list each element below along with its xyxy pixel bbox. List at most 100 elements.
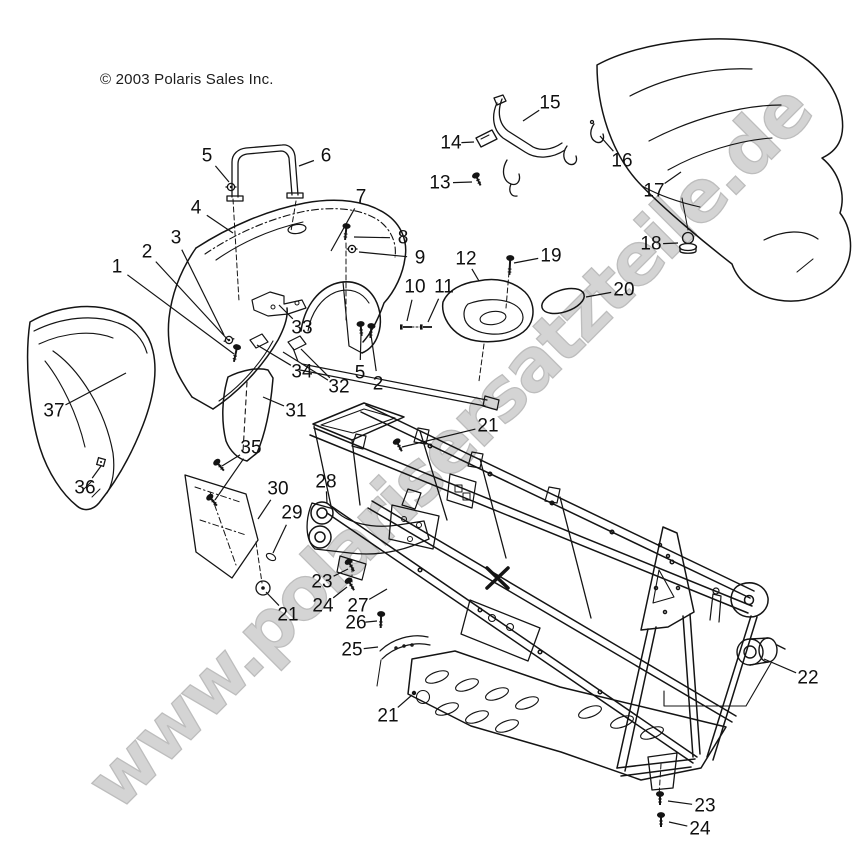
leader-line-11: [427, 298, 440, 323]
callout-label-6: 6: [320, 145, 332, 167]
rear-cab-art: [167, 199, 500, 562]
callout-label-26: 26: [345, 612, 367, 634]
seat-bracket-art: [475, 94, 605, 197]
callout-label-20: 20: [613, 279, 635, 301]
callout-label-11: 11: [434, 276, 454, 298]
pin-icon: [400, 324, 412, 330]
callout-label-34: 34: [291, 361, 313, 383]
callout-label-10: 10: [404, 276, 426, 298]
screw-icon: [472, 172, 482, 186]
callout-label-32: 32: [328, 376, 350, 398]
callout-label-35: 35: [240, 437, 262, 459]
leader-line-6: [298, 159, 315, 167]
leader-line-17: [664, 171, 682, 184]
callout-label-9: 9: [414, 247, 426, 269]
screw-icon: [367, 323, 376, 339]
hardware-art: [95, 172, 666, 827]
screw-icon: [213, 458, 225, 472]
frame-art: [306, 402, 769, 791]
leader-line-20: [585, 291, 612, 298]
callout-label-22: 22: [797, 667, 819, 689]
seat-bumper-art: [678, 231, 698, 254]
leader-line-21: [265, 591, 280, 607]
leader-line-32: [300, 348, 331, 379]
leader-line-34: [256, 344, 292, 366]
screw-icon: [232, 344, 242, 362]
screw-icon: [377, 611, 386, 629]
screw-icon: [344, 577, 355, 591]
leader-line-5: [214, 165, 230, 183]
leader-line-2: [370, 334, 377, 372]
callout-label-18: 18: [640, 233, 662, 255]
callout-label-19: 19: [540, 245, 562, 267]
callout-label-5: 5: [354, 362, 366, 384]
callout-label-29: 29: [281, 502, 303, 524]
leader-line-5: [359, 333, 362, 361]
callout-label-4: 4: [190, 197, 202, 219]
callout-label-8: 8: [397, 227, 409, 249]
leader-line-14: [461, 141, 475, 144]
leader-line-22: [763, 658, 797, 674]
leader-line-2: [155, 261, 230, 342]
callout-label-37: 37: [43, 400, 65, 422]
leader-line-24: [332, 586, 348, 599]
leader-line-3: [181, 249, 225, 336]
screw-icon: [342, 223, 351, 241]
leader-line-33: [278, 304, 294, 320]
screw-icon: [356, 321, 365, 337]
callout-label-13: 13: [429, 172, 451, 194]
callout-label-25: 25: [341, 639, 363, 661]
callout-label-17: 17: [643, 180, 665, 202]
dot-icon: [411, 690, 417, 696]
splash-panel-art: [184, 474, 259, 579]
leader-line-16: [599, 135, 614, 152]
callout-label-15: 15: [539, 92, 561, 114]
leader-line-7: [330, 208, 356, 252]
bushing-art: [663, 637, 786, 707]
leader-line-30: [257, 499, 272, 520]
callout-label-12: 12: [455, 248, 477, 270]
leader-line-29: [272, 524, 287, 554]
leader-line-27: [368, 588, 388, 600]
screw-icon: [206, 493, 218, 507]
screw-icon: [392, 438, 403, 452]
callout-label-7: 7: [355, 186, 367, 208]
callout-label-23: 23: [311, 571, 333, 593]
leader-line-12: [471, 268, 480, 282]
leader-line-35: [214, 458, 245, 501]
callout-label-21: 21: [477, 415, 499, 437]
leader-line-35: [221, 454, 241, 467]
leader-line-1: [127, 274, 235, 355]
screw-icon: [655, 791, 665, 805]
leader-lines: [65, 109, 797, 827]
leader-line-9: [358, 251, 408, 258]
callout-label-14: 14: [440, 132, 462, 154]
mud-flap-art: [26, 305, 156, 511]
washer-icon: [255, 580, 271, 596]
leader-line-4: [206, 214, 234, 234]
leader-line-21: [397, 694, 413, 708]
leader-line-31: [262, 396, 285, 407]
leader-line-23: [667, 800, 693, 805]
leader-line-21: [401, 428, 476, 448]
nut-icon: [225, 182, 237, 192]
nut-icon: [223, 335, 235, 345]
leader-line-15: [522, 109, 540, 122]
screw-icon: [344, 558, 355, 572]
callout-label-24: 24: [689, 818, 711, 840]
leader-line-34: [292, 347, 299, 362]
callout-label-16: 16: [611, 150, 633, 172]
leader-line-23: [333, 568, 349, 577]
leader-line-36: [91, 465, 102, 479]
callout-label-21: 21: [377, 705, 399, 727]
leader-line-24: [668, 821, 688, 827]
leader-line-8: [353, 236, 391, 239]
seal-oval-art: [541, 287, 585, 315]
seat-art: [596, 38, 852, 302]
leader-line-18: [663, 242, 679, 245]
leader-line-25: [363, 646, 379, 650]
callout-label-5: 5: [201, 145, 213, 167]
callout-label-24: 24: [312, 595, 334, 617]
